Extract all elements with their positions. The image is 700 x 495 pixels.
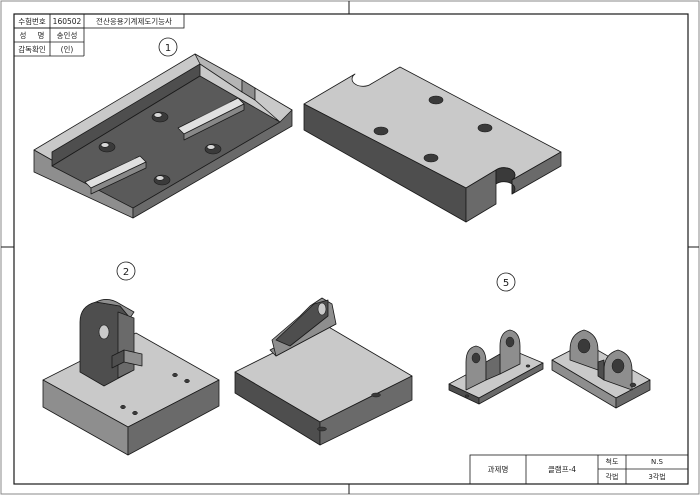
exam-number-value: 160502 (52, 16, 82, 26)
part-2-box-block (234, 297, 413, 446)
hole (525, 364, 531, 368)
part-5-right-bracket (551, 329, 651, 409)
exam-subject: 전산응용기계제도기능사 (96, 16, 172, 26)
part-1-left-plate (33, 53, 293, 219)
hole (132, 410, 138, 416)
hole-counterbore (206, 144, 216, 150)
title-block-grid (469, 454, 689, 485)
part-2-bracket (79, 299, 143, 387)
name-label-second: 명 (37, 30, 45, 40)
part-2-base-holes (120, 372, 190, 416)
hole (611, 358, 625, 374)
scale-label: 척도 (605, 458, 619, 466)
part-2-base-block (42, 332, 220, 456)
info-block-grid (13, 13, 185, 57)
part-1-right-holes (373, 95, 493, 163)
hole (577, 338, 591, 354)
hole-counterbore (100, 142, 110, 148)
hole (120, 404, 126, 410)
part-5-right-holes (577, 338, 637, 388)
view-5-number: 5 (503, 278, 509, 289)
pin-hole (98, 324, 110, 340)
hole (373, 126, 389, 136)
supervisor-seal: (인) (60, 44, 74, 54)
hole (371, 392, 381, 398)
scale-value: N.S (651, 458, 663, 466)
hole (423, 153, 439, 163)
view-1-circle (158, 37, 178, 57)
title-field-2: 클램프-4 (547, 465, 577, 474)
hole-counterbore (155, 175, 165, 181)
hole-counterbore (153, 112, 163, 118)
exam-number-label: 수험번호 (18, 16, 46, 26)
projection-label: 각법 (605, 472, 619, 481)
hole (184, 378, 190, 384)
hole (629, 382, 637, 388)
hole (477, 123, 493, 133)
view-2-number: 2 (123, 267, 129, 278)
projection-value: 3각법 (648, 472, 666, 481)
part-5-left-holes (464, 336, 531, 398)
view-5-circle (496, 272, 516, 292)
pin-hole (317, 302, 327, 316)
inner-border (13, 13, 689, 485)
hole (464, 394, 470, 398)
hole (471, 352, 481, 364)
hole (172, 372, 178, 378)
hole (428, 95, 444, 105)
title-field-1: 과제명 (487, 465, 509, 474)
view-1-number: 1 (165, 43, 171, 54)
hole (317, 426, 327, 432)
supervisor-label: 감독확인 (18, 44, 46, 54)
hole (505, 336, 515, 348)
part-5-left-bracket (448, 329, 544, 405)
name-label-first: 성 (19, 30, 27, 40)
view-2-circle (116, 261, 136, 281)
candidate-name: 송인성 (56, 30, 78, 40)
part-1-left-holes (98, 111, 222, 186)
part-1-right-plate (303, 66, 562, 223)
